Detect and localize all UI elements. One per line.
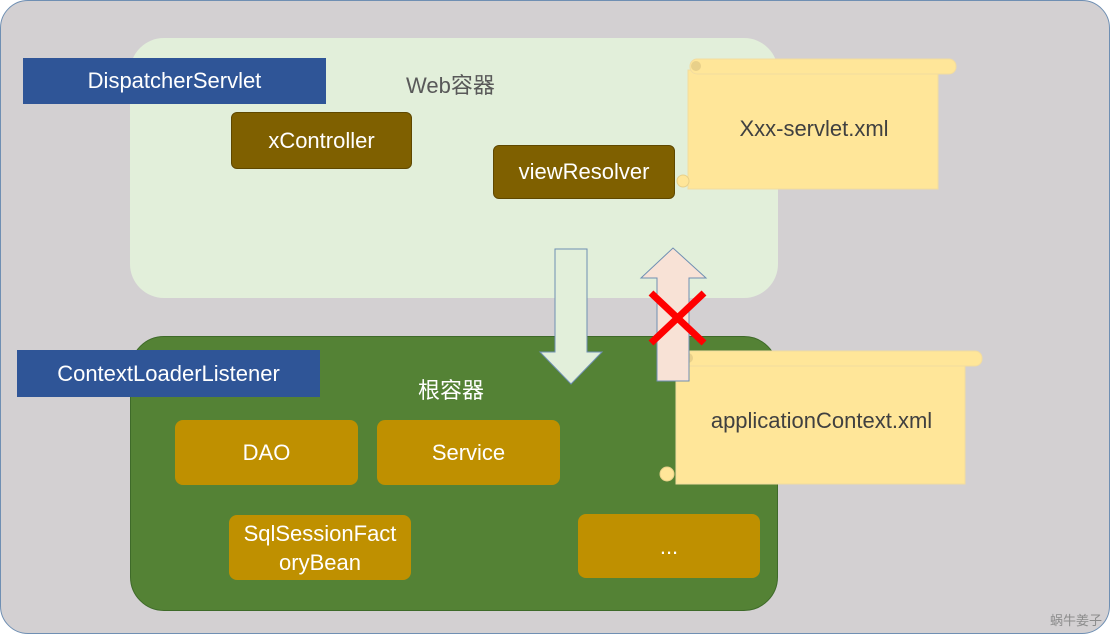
down-arrow <box>538 248 604 385</box>
watermark: 蜗牛姜子 <box>1049 613 1102 628</box>
sql-session-factory-bean-label: SqlSessionFact oryBean <box>243 520 397 575</box>
blocked-cross-icon <box>648 290 707 346</box>
root-container-title: 根容器 <box>418 378 485 403</box>
dao-box: DAO <box>175 420 358 485</box>
service-box: Service <box>377 420 560 485</box>
more-beans-box: ... <box>578 514 760 578</box>
application-context-scroll <box>659 350 983 485</box>
xxx-servlet-scroll <box>676 58 957 190</box>
application-context-xml-label: applicationContext.xml <box>710 408 933 433</box>
context-loader-listener-label: ContextLoaderListener <box>17 350 320 397</box>
xxx-servlet-xml-label: Xxx-servlet.xml <box>739 116 889 141</box>
view-resolver-box: viewResolver <box>493 145 675 199</box>
web-container-title: Web容器 <box>406 73 495 98</box>
sql-session-factory-bean-box: SqlSessionFact oryBean <box>229 515 411 580</box>
dispatcher-servlet-label: DispatcherServlet <box>23 58 326 104</box>
xcontroller-box: xController <box>231 112 412 169</box>
